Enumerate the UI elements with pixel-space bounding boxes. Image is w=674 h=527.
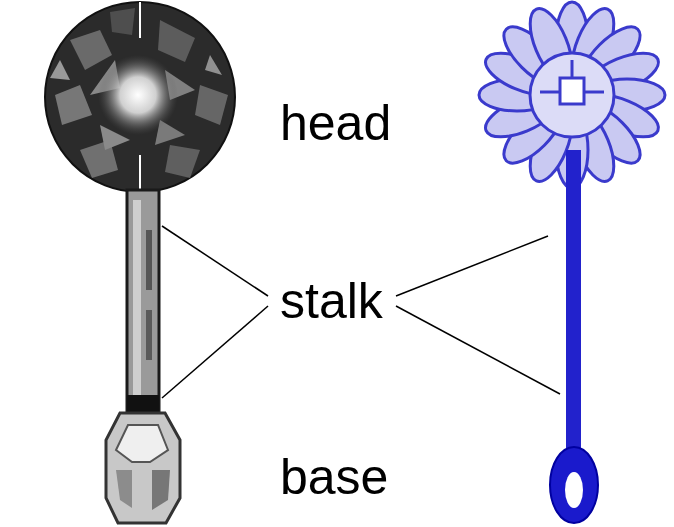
leader-line: [396, 236, 548, 296]
leader-line: [162, 306, 268, 398]
grey-stalk: [127, 190, 159, 412]
grey-base: [106, 413, 180, 523]
blue-base: [550, 447, 598, 523]
blue-model: [479, 2, 665, 523]
part-label: base: [280, 452, 388, 502]
grey-model: [45, 2, 235, 523]
grey-head: [45, 2, 235, 192]
part-label: head: [280, 98, 391, 148]
leader-line: [396, 306, 560, 394]
part-label: stalk: [280, 276, 383, 326]
leader-lines: [162, 226, 560, 398]
leader-line: [162, 226, 268, 296]
blue-stalk: [566, 150, 581, 455]
